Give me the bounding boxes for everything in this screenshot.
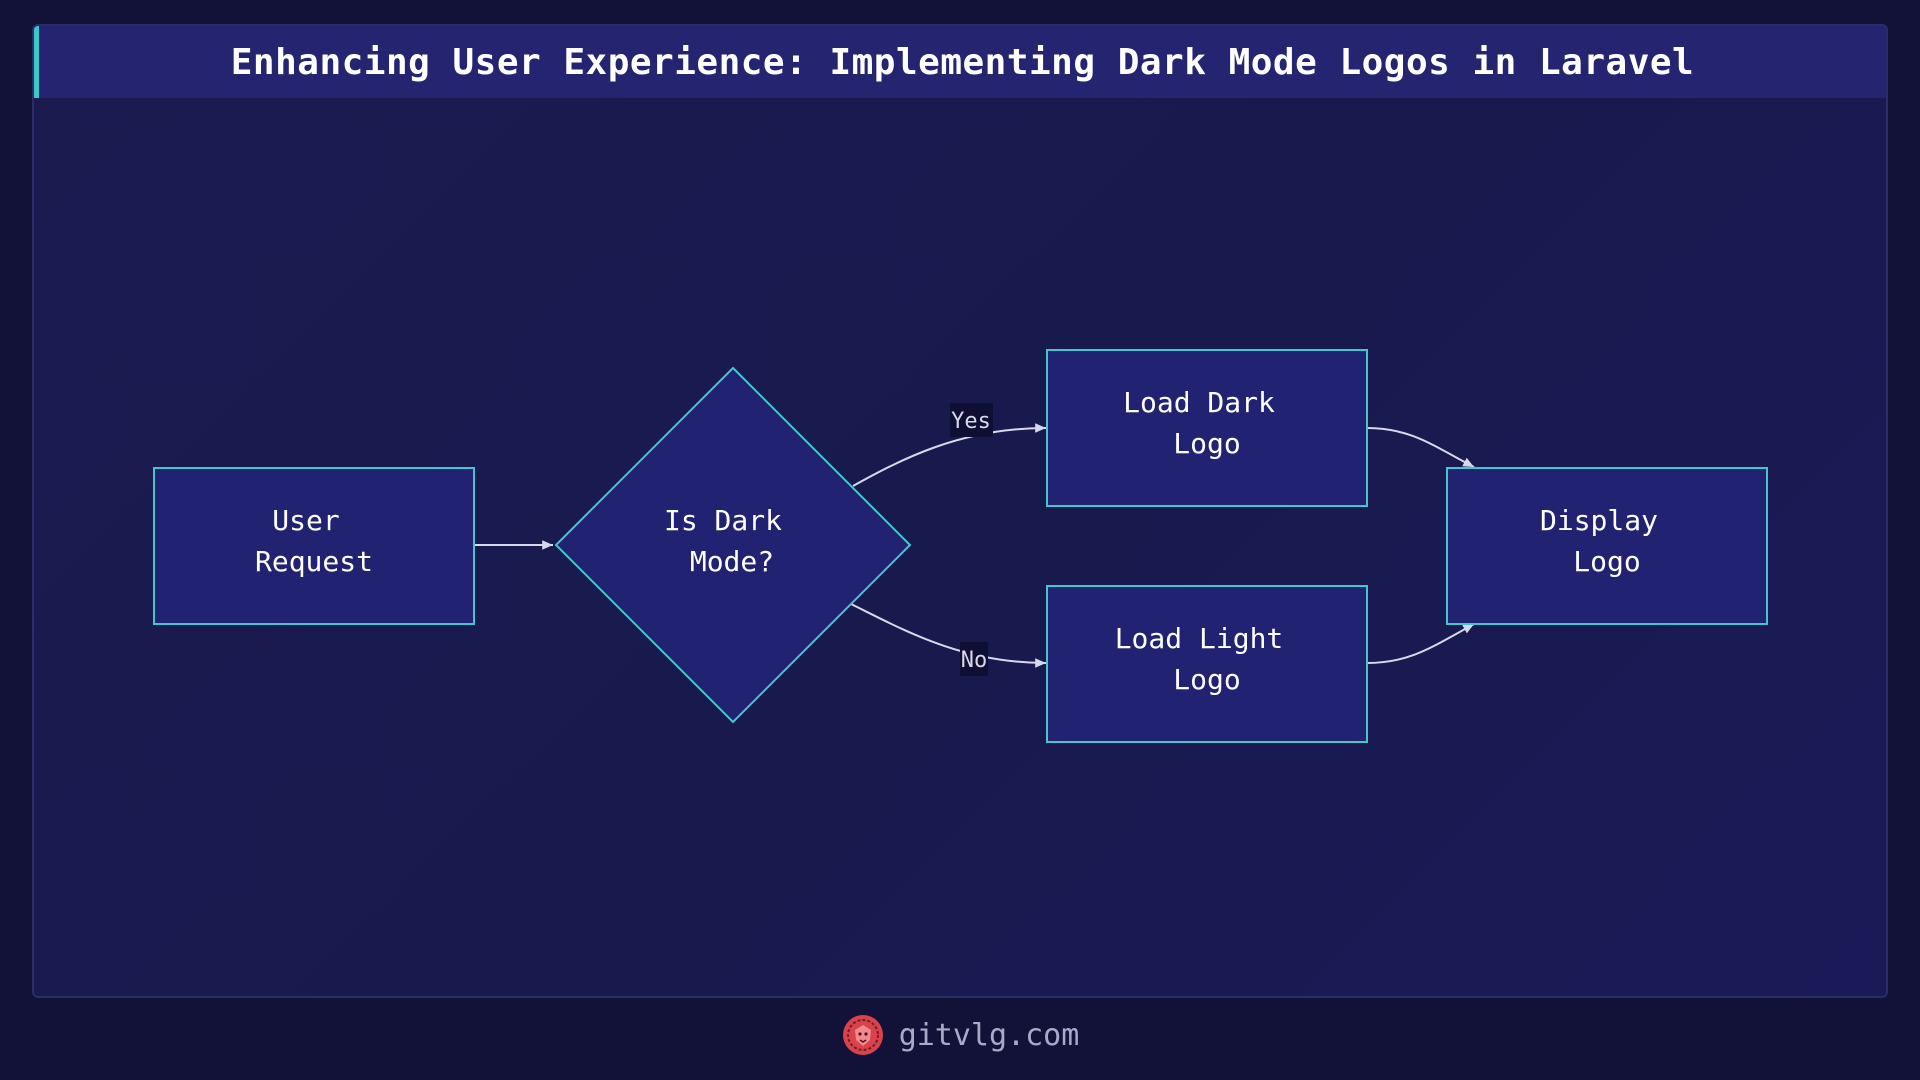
edge-label-yes: Yes (950, 403, 993, 437)
edge-dark-to-display (1366, 427, 1475, 468)
node-load-dark-logo: Load Dark Logo (1046, 349, 1368, 507)
edge-label-no: No (960, 642, 988, 676)
node-user-request-line2: Request (255, 545, 373, 578)
node-display-logo-line2: Logo (1573, 545, 1640, 578)
edge-label-no-text: No (961, 648, 988, 673)
node-load-light-logo-line1: Load Light (1115, 622, 1284, 655)
node-load-light-logo: Load Light Logo (1046, 585, 1368, 743)
edge-light-to-display (1366, 623, 1475, 664)
lion-head-icon (842, 1015, 883, 1055)
node-user-request: User Request (153, 467, 475, 625)
node-is-dark-mode-line1: Is Dark (664, 504, 782, 537)
page-title: Enhancing User Experience: Implementing … (230, 41, 1695, 83)
edge-label-yes-text: Yes (951, 409, 991, 434)
edge-no (850, 603, 1047, 668)
node-display-logo-line1: Display (1540, 504, 1658, 537)
edge-yes (852, 423, 1047, 487)
node-display-logo: Display Logo (1446, 467, 1768, 625)
title-bar: Enhancing User Experience: Implementing … (34, 26, 1886, 98)
node-load-dark-logo-line1: Load Dark (1123, 386, 1275, 419)
footer-site-link[interactable]: gitvlg.com (898, 1017, 1080, 1053)
node-load-light-logo-line2: Logo (1173, 663, 1240, 696)
node-load-dark-logo-line2: Logo (1173, 427, 1240, 460)
footer: gitvlg.com (0, 1010, 1920, 1060)
node-is-dark-mode: Is Dark Mode? (554, 366, 912, 724)
node-user-request-line1: User (272, 504, 339, 537)
node-is-dark-mode-line2: Mode? (690, 545, 774, 578)
